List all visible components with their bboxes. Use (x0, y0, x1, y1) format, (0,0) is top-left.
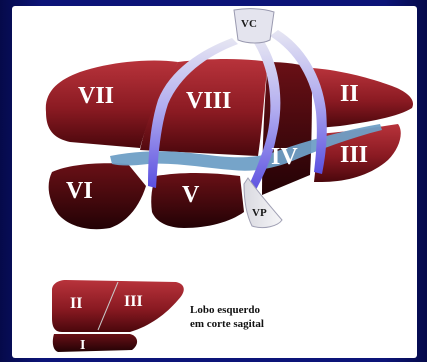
inset-segment-i (53, 334, 137, 352)
inset-caption-line1: Lobo esquerdo (190, 304, 390, 317)
portal-vein-label: VP (252, 207, 267, 219)
inset-label-iii: III (124, 293, 143, 310)
segment-viii-label: VIII (186, 88, 231, 114)
vena-cava-label: VC (241, 18, 257, 30)
segment-ii-label: II (340, 81, 359, 107)
inset-caption-line2: em corte sagital (190, 318, 390, 331)
segment-vi-label: VI (66, 178, 93, 204)
segment-v-label: V (182, 182, 200, 208)
left-lobe-sagittal-inset: II III I (52, 280, 184, 353)
segment-iii-label: III (340, 142, 368, 168)
inset-label-i: I (80, 338, 85, 353)
inset-label-ii: II (70, 295, 82, 312)
segment-ii-shape (312, 68, 413, 128)
segment-vii-label: VII (78, 83, 114, 109)
segment-vi-shape (49, 163, 146, 229)
segment-iv-label: IV (271, 144, 298, 170)
